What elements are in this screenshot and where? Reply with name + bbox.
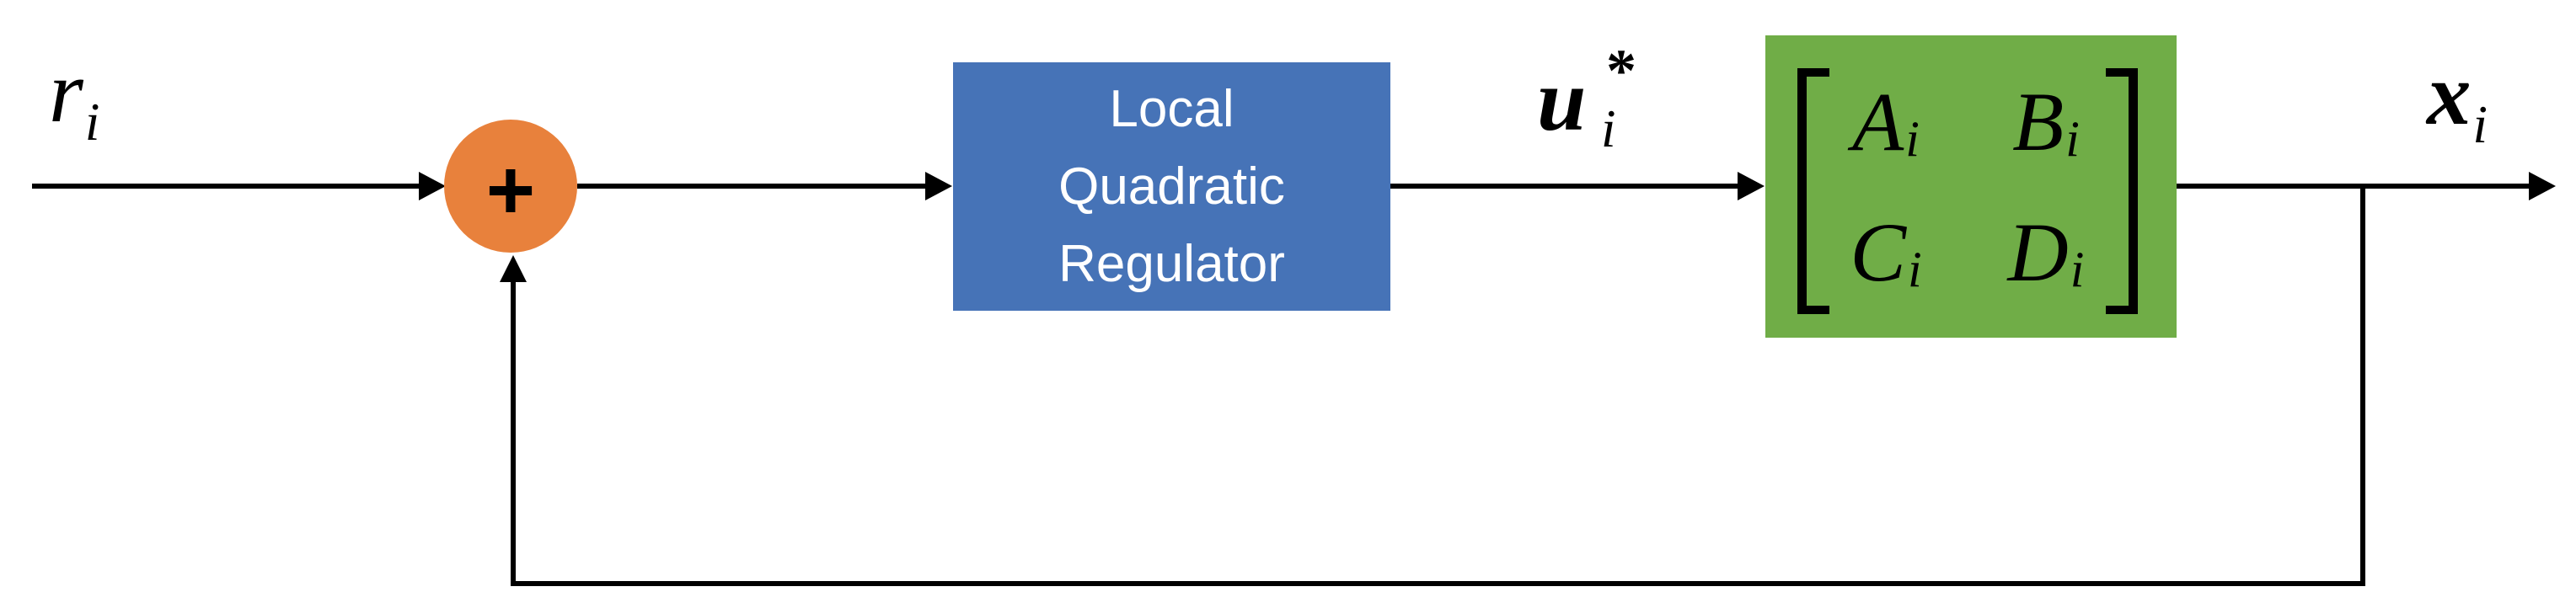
control-arrowhead-icon [1738,172,1765,200]
regulator-label-line-3: Regulator [1058,234,1285,293]
matrix-d-symbol: D [2007,205,2069,299]
state-symbol: x [2427,45,2472,143]
regulator-label-line-2: Quadratic [1058,157,1285,216]
state-subscript: i [2472,95,2488,154]
matrix-b-symbol: B [2012,74,2065,168]
reference-symbol: r [49,42,83,141]
reference-arrowhead-icon [419,172,446,200]
control-superscript: * [1606,37,1636,104]
plant-block: A i B i C i D i [1765,35,2177,338]
error-arrowhead-icon [925,172,952,200]
state-signal-label: x i [2427,45,2488,152]
matrix-b-subscript: i [2065,110,2080,167]
reference-signal-label: r i [49,42,99,149]
matrix-d-subscript: i [2070,241,2085,297]
matrix-cell-b: B i [1966,56,2126,187]
state-matrix: A i B i C i D i [1806,56,2126,317]
matrix-c-symbol: C [1850,205,1907,299]
feedback-arrowhead-icon [500,255,527,282]
summing-junction: + [444,120,577,253]
matrix-a-symbol: A [1852,74,1904,168]
matrix-c-subscript: i [1908,241,1922,297]
output-arrowhead-icon [2529,172,2556,200]
control-signal-label: u * i [1537,40,1647,177]
regulator-label-line-1: Local [1109,79,1234,138]
matrix-right-bracket-icon [2106,68,2138,314]
regulator-block: Local Quadratic Regulator [953,62,1390,311]
matrix-a-subscript: i [1905,110,1920,167]
control-subscript: i [1601,99,1616,158]
control-symbol: u [1537,51,1587,149]
plus-operator: + [485,143,536,237]
reference-subscript: i [84,93,100,152]
matrix-left-bracket-icon [1797,68,1829,314]
matrix-cell-d: D i [1966,187,2126,317]
matrix-cell-c: C i [1806,187,1966,317]
matrix-cell-a: A i [1806,56,1966,187]
